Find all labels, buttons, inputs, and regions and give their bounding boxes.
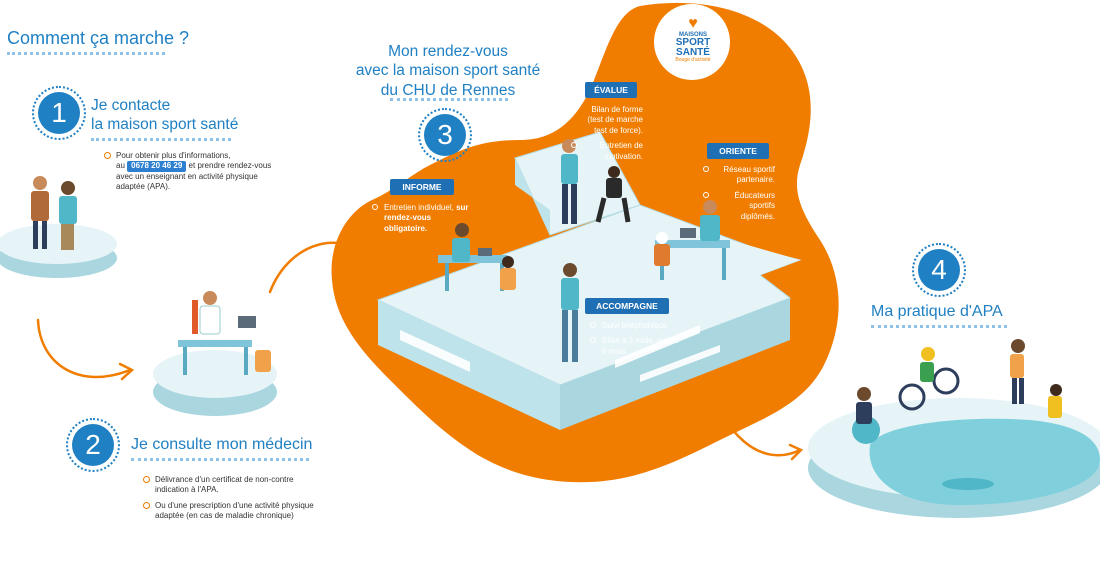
arrow-3-to-4 xyxy=(710,380,802,457)
step2-bullet-1-text: Délivrance d'un certificat de non-contre… xyxy=(155,475,294,495)
accompagne-bullet-1-text: Suivi téléphonique xyxy=(602,321,668,330)
accompagne-bullets: Suivi téléphonique Bilan à 3 mois, puis … xyxy=(590,321,680,362)
maison-sport-sante-logo: ♥ MAISONS SPORT SANTÉ Bouge d'activité xyxy=(664,16,722,63)
accompagne-bullet-1: Suivi téléphonique xyxy=(590,321,680,331)
step1-bullet: Pour obtenir plus d'informations, au 067… xyxy=(104,151,284,193)
step2-bullet-1: Délivrance d'un certificat de non-contre… xyxy=(143,475,328,496)
evalue-bullets: Bilan de forme (test de marche test de f… xyxy=(571,105,643,167)
step2-bullet-2-text: Ou d'une prescription d'une activité phy… xyxy=(155,500,314,521)
figure-accompagne xyxy=(561,263,579,362)
step4-number: 4 xyxy=(931,254,947,285)
arrow-1-to-2 xyxy=(36,318,132,379)
evalue-label: ÉVALUE xyxy=(585,82,637,98)
accompagne-bullet-2: Bilan à 3 mois, puis à 6 mois xyxy=(590,336,680,357)
bullet-dot-icon xyxy=(590,337,596,344)
logo-heart-icon: ♥ xyxy=(688,15,698,32)
bullet-dot-icon xyxy=(143,476,150,483)
step2-number: 2 xyxy=(85,429,101,460)
logo-circle xyxy=(654,4,730,80)
step1-text-post: et prendre rendez-vous avec un enseignan… xyxy=(116,161,272,192)
desk-oriente xyxy=(654,200,730,280)
oriente-bullet-1: Réseau sportif partenaire. xyxy=(703,165,775,186)
evalue-bullet-1: Bilan de forme (test de marche test de f… xyxy=(571,105,643,136)
evalue-bullet-2: Entretien de motivation. xyxy=(571,141,643,162)
page-title: Comment ça marche ? xyxy=(7,28,190,48)
step1-heading-line1: Je contacte xyxy=(91,97,171,114)
step2-bullet-2: Ou d'une prescription d'une activité phy… xyxy=(143,501,328,522)
step3-heading-line1: Mon rendez-vous xyxy=(388,43,508,60)
logo-line1: MAISONS xyxy=(678,32,707,38)
step1-number: 1 xyxy=(51,97,67,128)
oriente-bullet-2-text: Éducateurs sportifs diplômés. xyxy=(734,190,775,221)
logo-line4: Bouge d'activité xyxy=(675,57,711,63)
logo-line3: SANTÉ xyxy=(676,47,710,58)
step3-number: 3 xyxy=(437,119,453,150)
bullet-dot-icon xyxy=(571,106,577,112)
step1-heading-line2: la maison sport santé xyxy=(91,116,239,134)
step1-number-badge: 1 xyxy=(32,86,86,140)
informe-label: INFORME xyxy=(390,179,454,195)
step2-underline xyxy=(131,458,309,461)
step4-heading: Ma pratique d'APA xyxy=(871,303,1003,320)
bullet-dot-icon xyxy=(104,152,111,159)
arrow-1-to-2-head xyxy=(118,362,135,381)
arrow-2-to-3-head xyxy=(360,249,375,267)
informe-bullet-normal: Entretien individuel, xyxy=(384,203,454,212)
main-platform xyxy=(376,131,802,430)
phone-number-link[interactable]: 0678 20 46 29 xyxy=(127,161,187,172)
desk-informe xyxy=(438,223,516,291)
arrow-2-to-3 xyxy=(268,241,374,294)
step1-text-pre: Pour obtenir plus d'informations, xyxy=(116,151,231,160)
oriente-label: ORIENTE xyxy=(707,143,769,159)
step2-platform xyxy=(153,291,277,416)
step1-heading: Je contacte la maison sport santé xyxy=(91,96,238,135)
bullet-dot-icon xyxy=(703,166,709,172)
step3-heading-line2: avec la maison sport santé xyxy=(355,62,541,80)
step1-underline xyxy=(91,138,231,141)
bullet-dot-icon xyxy=(143,501,150,509)
evalue-bullet-2-text: Entretien de motivation. xyxy=(599,141,643,161)
step3-heading: Mon rendez-vous avec la maison sport san… xyxy=(352,42,544,100)
step2-number-badge: 2 xyxy=(66,418,120,472)
evalue-bullet-1-text: Bilan de forme (test de marche test de f… xyxy=(587,105,643,135)
step2-bullets: Délivrance d'un certificat de non-contre… xyxy=(143,475,328,527)
step3-underline xyxy=(390,98,508,101)
informe-bullets: Entretien individuel, sur rendez-vous ob… xyxy=(372,203,472,239)
oriente-bullet-2: Éducateurs sportifs diplômés. xyxy=(703,191,775,222)
step3-number-badge: 3 xyxy=(418,108,472,162)
arrow-3-to-4-head xyxy=(788,443,804,461)
oriente-bullet-1-text: Réseau sportif partenaire. xyxy=(723,165,775,185)
step1-bullets: Pour obtenir plus d'informations, au 067… xyxy=(104,151,284,198)
accompagne-bullet-2-text: Bilan à 3 mois, puis à 6 mois xyxy=(602,336,679,356)
page-title-underline xyxy=(7,52,165,55)
step4-number-badge: 4 xyxy=(912,243,966,297)
flow-arrows xyxy=(36,241,804,461)
bullet-dot-icon xyxy=(571,142,577,149)
bullet-dot-icon xyxy=(703,191,709,198)
step1-platform xyxy=(0,176,117,278)
oriente-bullets: Réseau sportif partenaire. Éducateurs sp… xyxy=(703,165,775,227)
logo-line2: SPORT xyxy=(675,37,711,48)
accompagne-label: ACCOMPAGNE xyxy=(585,298,669,314)
step4-underline xyxy=(871,325,1007,328)
step2-heading: Je consulte mon médecin xyxy=(131,436,313,453)
informe-bullet: Entretien individuel, sur rendez-vous ob… xyxy=(372,203,472,234)
bullet-dot-icon xyxy=(590,322,596,328)
step1-text-au: au xyxy=(116,161,125,171)
step3-heading-line3: du CHU de Rennes xyxy=(380,81,516,99)
bullet-dot-icon xyxy=(372,204,378,210)
figure-evalue xyxy=(561,139,631,224)
informe-bullet-bold: sur rendez-vous obligatoire. xyxy=(384,203,469,233)
step4-platform xyxy=(808,339,1100,518)
